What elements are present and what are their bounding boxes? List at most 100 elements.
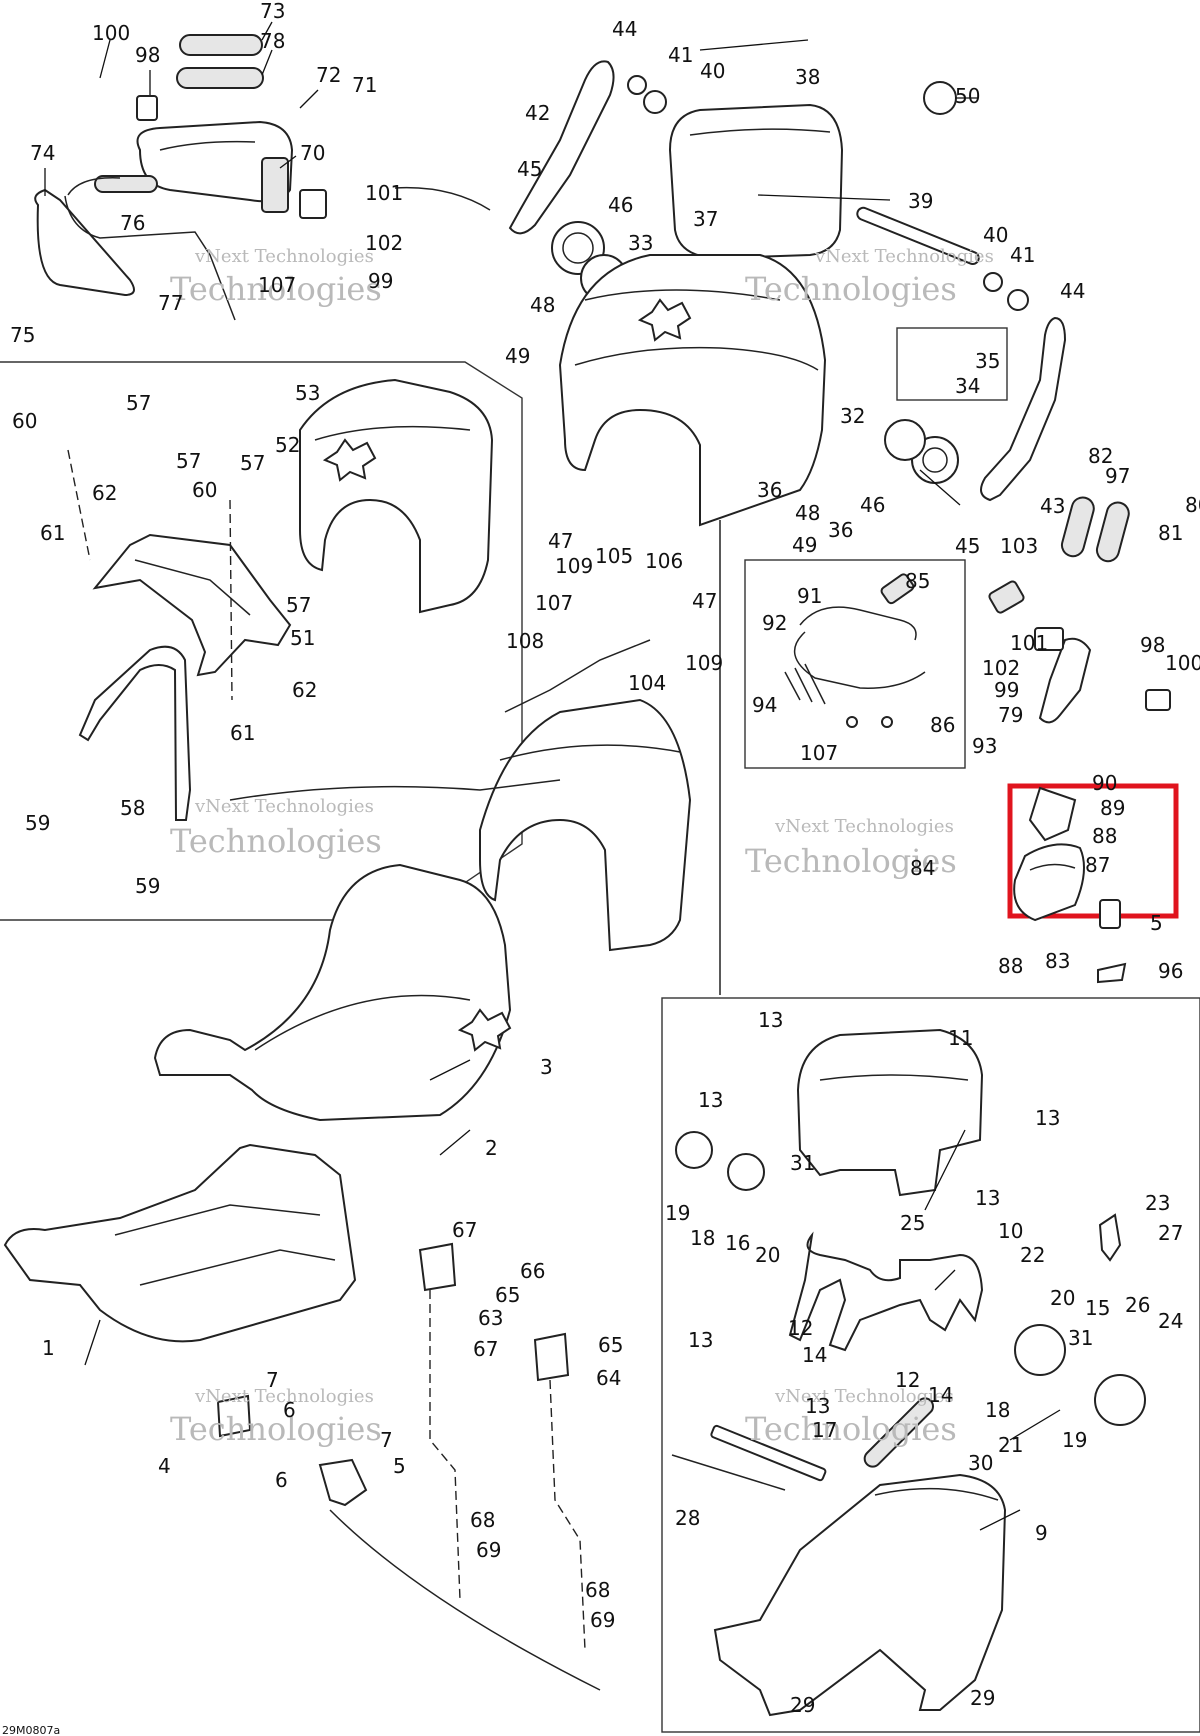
callout-13f: 13 (805, 1394, 830, 1418)
callout-30: 30 (968, 1451, 993, 1475)
callout-13e: 13 (688, 1328, 713, 1352)
linkage-arc (229, 779, 561, 801)
rear-light-bezel (1013, 786, 1127, 984)
callout-18a: 18 (690, 1226, 715, 1250)
callout-45: 45 (517, 157, 542, 181)
callout-36: 36 (757, 478, 782, 502)
callout-79: 79 (998, 703, 1023, 727)
callout-96: 96 (1158, 959, 1183, 983)
callout-47: 47 (548, 529, 573, 553)
callout-78: 78 (260, 29, 285, 53)
callout-90: 90 (1092, 771, 1117, 795)
callout-45b: 45 (955, 534, 980, 558)
callout-13c: 13 (1035, 1106, 1060, 1130)
callout-61b: 61 (230, 721, 255, 745)
callout-98b: 98 (1140, 633, 1165, 657)
watermark-text: vNext Technologies (194, 246, 374, 267)
callout-29a: 29 (790, 1693, 815, 1717)
callout-86: 86 (930, 713, 955, 737)
callout-20b: 20 (1050, 1286, 1075, 1310)
callout-15: 15 (1085, 1296, 1110, 1320)
callout-101b: 101 (1010, 631, 1048, 655)
callout-102b: 102 (982, 656, 1020, 680)
callout-2: 2 (485, 1136, 498, 1160)
harness-assembly (784, 573, 926, 728)
callout-31b: 31 (1068, 1326, 1093, 1350)
callout-63: 63 (478, 1306, 503, 1330)
rear-rack (67, 449, 292, 821)
bracket-inset-box (896, 327, 1008, 401)
callout-85: 85 (905, 569, 930, 593)
callout-41b: 41 (1010, 243, 1035, 267)
callout-5: 5 (1150, 911, 1163, 935)
callout-12a: 12 (788, 1316, 813, 1340)
callout-72: 72 (316, 63, 341, 87)
callout-73: 73 (260, 0, 285, 23)
callout-59b: 59 (135, 874, 160, 898)
callout-6b: 6 (275, 1468, 288, 1492)
callout-49b: 49 (792, 533, 817, 557)
callout-99b: 99 (994, 678, 1019, 702)
callout-21: 21 (998, 1433, 1023, 1457)
callout-52: 52 (275, 433, 300, 457)
leader-lines (44, 21, 1061, 1531)
callout-34: 34 (955, 374, 980, 398)
watermark-text: vNext Technologies (194, 796, 374, 817)
callout-10: 10 (998, 1219, 1023, 1243)
harness-group-box (744, 559, 966, 769)
callout-98: 98 (135, 43, 160, 67)
callout-105: 105 (595, 544, 633, 568)
callout-61a: 61 (40, 521, 65, 545)
callout-99: 99 (368, 269, 393, 293)
callout-97: 97 (1105, 464, 1130, 488)
callout-102: 102 (365, 231, 403, 255)
watermark-text: vNext Technologies (194, 1386, 374, 1407)
callout-106: 106 (645, 549, 683, 573)
watermark-text: Technologies (745, 842, 957, 880)
callout-14a: 14 (802, 1343, 827, 1367)
callout-108: 108 (506, 629, 544, 653)
callout-31a: 31 (790, 1151, 815, 1175)
callout-75: 75 (10, 323, 35, 347)
rear-cowl (299, 378, 494, 614)
callout-1: 1 (42, 1336, 55, 1360)
callout-18b: 18 (985, 1398, 1010, 1422)
callout-22: 22 (1020, 1243, 1045, 1267)
passenger-seat (558, 254, 827, 527)
callout-66: 66 (520, 1259, 545, 1283)
callout-67b: 67 (473, 1337, 498, 1361)
callout-44: 44 (612, 17, 637, 41)
callout-82: 82 (1088, 444, 1113, 468)
callouts: 100 98 73 78 72 71 70 74 76 101 102 107 … (10, 0, 1200, 1717)
callout-40b: 40 (983, 223, 1008, 247)
callout-46: 46 (608, 193, 633, 217)
callout-71: 71 (352, 73, 377, 97)
driver-seat (153, 863, 512, 1122)
callout-33: 33 (628, 231, 653, 255)
callout-104: 104 (628, 671, 666, 695)
callout-65b: 65 (598, 1333, 623, 1357)
callout-29b: 29 (970, 1686, 995, 1710)
callout-49: 49 (505, 344, 530, 368)
watermark-text: Technologies (170, 1410, 382, 1448)
seat-cover (479, 698, 692, 952)
callout-32: 32 (840, 404, 865, 428)
callout-80: 80 (1185, 493, 1200, 517)
callout-19b: 19 (1062, 1428, 1087, 1452)
watermark-text: Technologies (170, 270, 382, 308)
callout-107: 107 (258, 273, 296, 297)
harness-cable (504, 639, 651, 713)
callout-42: 42 (525, 101, 550, 125)
callout-50: 50 (955, 84, 980, 108)
callout-109b: 109 (685, 651, 723, 675)
callout-36b: 36 (828, 518, 853, 542)
callout-59a: 59 (25, 811, 50, 835)
callout-58: 58 (120, 796, 145, 820)
callout-69a: 69 (476, 1538, 501, 1562)
callout-109: 109 (555, 554, 593, 578)
callout-37: 37 (693, 207, 718, 231)
callout-13a: 13 (758, 1008, 783, 1032)
callout-92: 92 (762, 611, 787, 635)
callout-26: 26 (1125, 1293, 1150, 1317)
callout-12b: 12 (895, 1368, 920, 1392)
